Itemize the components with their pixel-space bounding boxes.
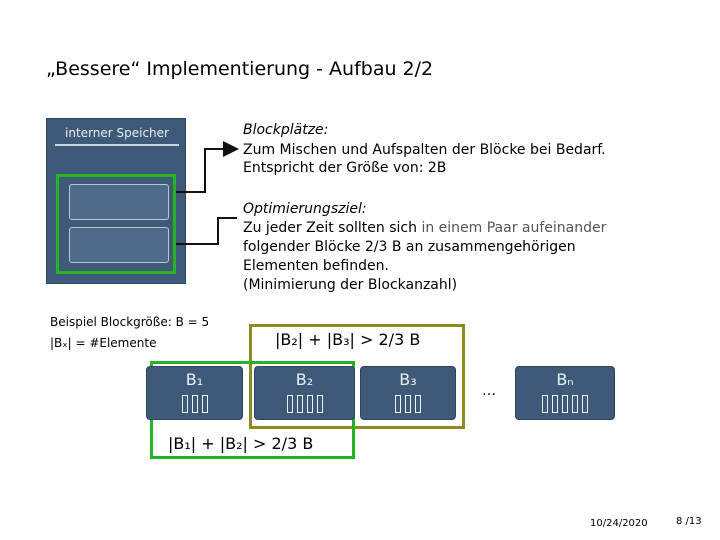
block-slot [69,227,169,263]
block-b2: B₂ [254,366,355,420]
block-cells [147,395,242,413]
optimierungsziel-line1: Zu jeder Zeit sollten sich in einem Paar… [243,220,606,237]
block-b1: B₁ [146,366,243,420]
element-cell [316,395,323,413]
element-cell [552,395,558,413]
element-cell [405,395,411,413]
element-cell [572,395,578,413]
block-label: B₁ [185,370,204,389]
footer-page: 8 /13 [676,516,702,527]
memory-label: interner Speicher [65,126,169,140]
block-cells [361,395,455,413]
blockplaetze-line1: Zum Mischen und Aufspalten der Blöcke be… [243,142,606,158]
block-slots-highlight [56,174,176,274]
optimierungsziel-line2: folgender Blöcke 2/3 B an zusammengehöri… [243,239,576,255]
block-label: Bₙ [556,370,574,389]
element-cell [582,395,588,413]
arrow-blockplaetze [176,141,239,193]
blockplaetze-heading: Blockplätze: [243,122,329,138]
element-cell [181,395,188,413]
optimierungsziel-line3: Elementen befinden. [243,258,389,274]
ellipsis: … [482,383,496,399]
example-definition: |Bₓ| = #Elemente [50,336,157,350]
element-cell [191,395,198,413]
block-label: B₂ [295,370,314,389]
element-cell [201,395,208,413]
element-cell [542,395,548,413]
footer-date: 10/24/2020 [590,518,648,529]
slide-title: „Bessere“ Implementierung - Aufbau 2/2 [46,58,434,80]
element-cell [306,395,313,413]
optimierungsziel-line1-a: Zu jeder Zeit sollten sich [243,220,422,236]
pair-b2-b3-highlight [249,324,465,429]
optimierungsziel-line4: (Minimierung der Blockanzahl) [243,277,458,293]
arrow-optimierungsziel [176,217,237,245]
element-cell [286,395,293,413]
optimierungsziel-heading: Optimierungsziel: [243,201,367,217]
block-label: B₃ [399,370,417,389]
block-b3: B₃ [360,366,456,420]
example-blocksize: Beispiel Blockgröße: B = 5 [50,315,210,329]
element-cell [415,395,421,413]
formula-b2-b3: |B₂| + |B₃| > 2/3 B [275,330,421,349]
block-cells [255,395,354,413]
element-cell [395,395,401,413]
element-cell [562,395,568,413]
blockplaetze-line2: Entspricht der Größe von: 2B [243,160,447,176]
block-slot [69,184,169,220]
block-bn: Bₙ [515,366,615,420]
optimierungsziel-line1-b: in einem Paar aufeinander [421,220,607,236]
block-cells [516,395,614,413]
formula-b1-b2: |B₁| + |B₂| > 2/3 B [168,434,314,453]
memory-panel: interner Speicher [46,118,186,284]
memory-divider [55,144,179,146]
element-cell [296,395,303,413]
